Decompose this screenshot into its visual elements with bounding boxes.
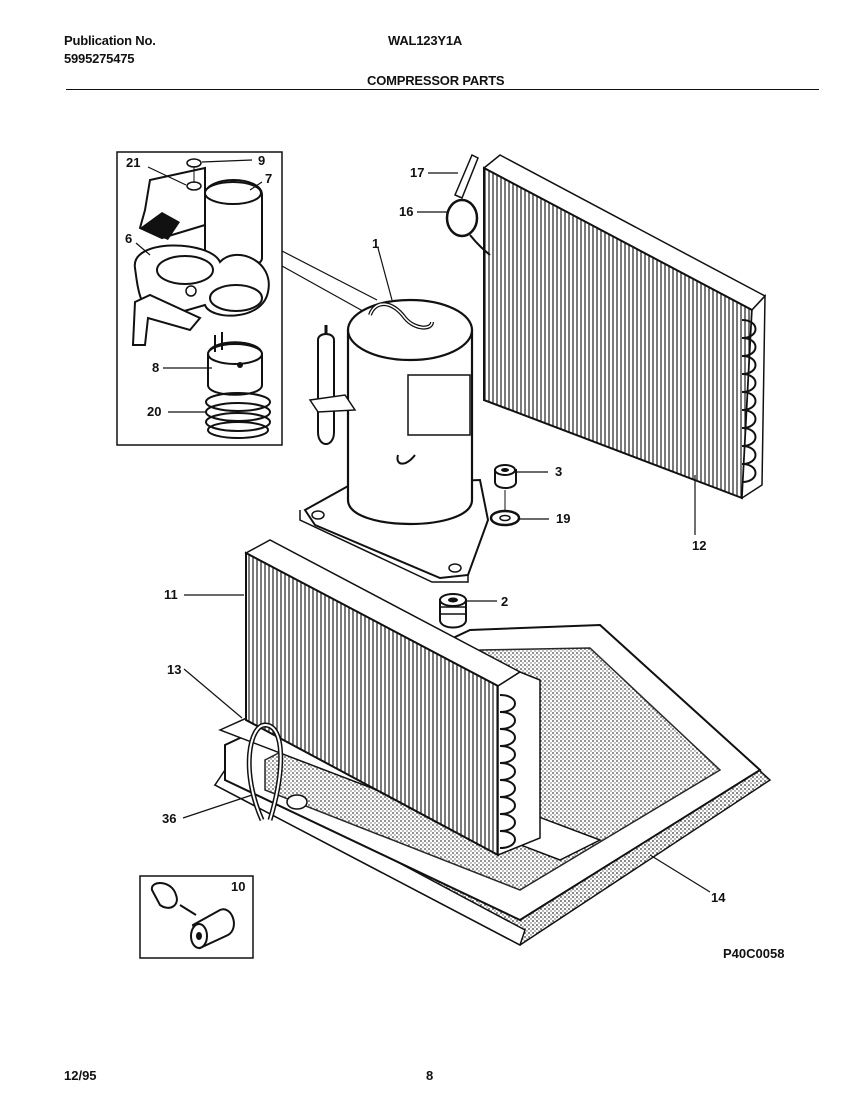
clamp-inset xyxy=(139,875,254,959)
compressor xyxy=(299,298,490,583)
callout-12: 12 xyxy=(692,538,706,553)
callout-3: 3 xyxy=(555,464,562,479)
callout-7: 7 xyxy=(265,171,272,186)
publication-label: Publication No. xyxy=(64,33,156,48)
callout-10: 10 xyxy=(231,879,245,894)
callout-2: 2 xyxy=(501,594,508,609)
callout-11: 11 xyxy=(164,587,178,602)
condenser-coil xyxy=(445,153,767,500)
callout-19: 19 xyxy=(556,511,570,526)
footer-date: 12/95 xyxy=(64,1068,97,1083)
callout-21: 21 xyxy=(126,155,140,170)
callout-1: 1 xyxy=(372,236,379,251)
callout-8: 8 xyxy=(152,360,159,375)
leader-lines xyxy=(135,159,711,893)
callout-17: 17 xyxy=(410,165,424,180)
page-number: 8 xyxy=(426,1068,434,1083)
figure-code: P40C0058 xyxy=(723,946,784,961)
callout-16: 16 xyxy=(399,204,413,219)
header-rule xyxy=(66,89,819,90)
mounting-hardware xyxy=(439,464,521,629)
evaporator-coil xyxy=(244,539,541,857)
callout-20: 20 xyxy=(147,404,161,419)
model-number: WAL123Y1A xyxy=(388,33,463,48)
publication-number: 5995275475 xyxy=(64,51,135,66)
callout-14: 14 xyxy=(711,890,726,905)
terminal-parts-inset xyxy=(116,151,283,446)
section-title: COMPRESSOR PARTS xyxy=(367,73,505,88)
callout-36: 36 xyxy=(162,811,176,826)
callout-9: 9 xyxy=(258,153,265,168)
callout-13: 13 xyxy=(167,662,181,677)
callout-6: 6 xyxy=(125,231,132,246)
